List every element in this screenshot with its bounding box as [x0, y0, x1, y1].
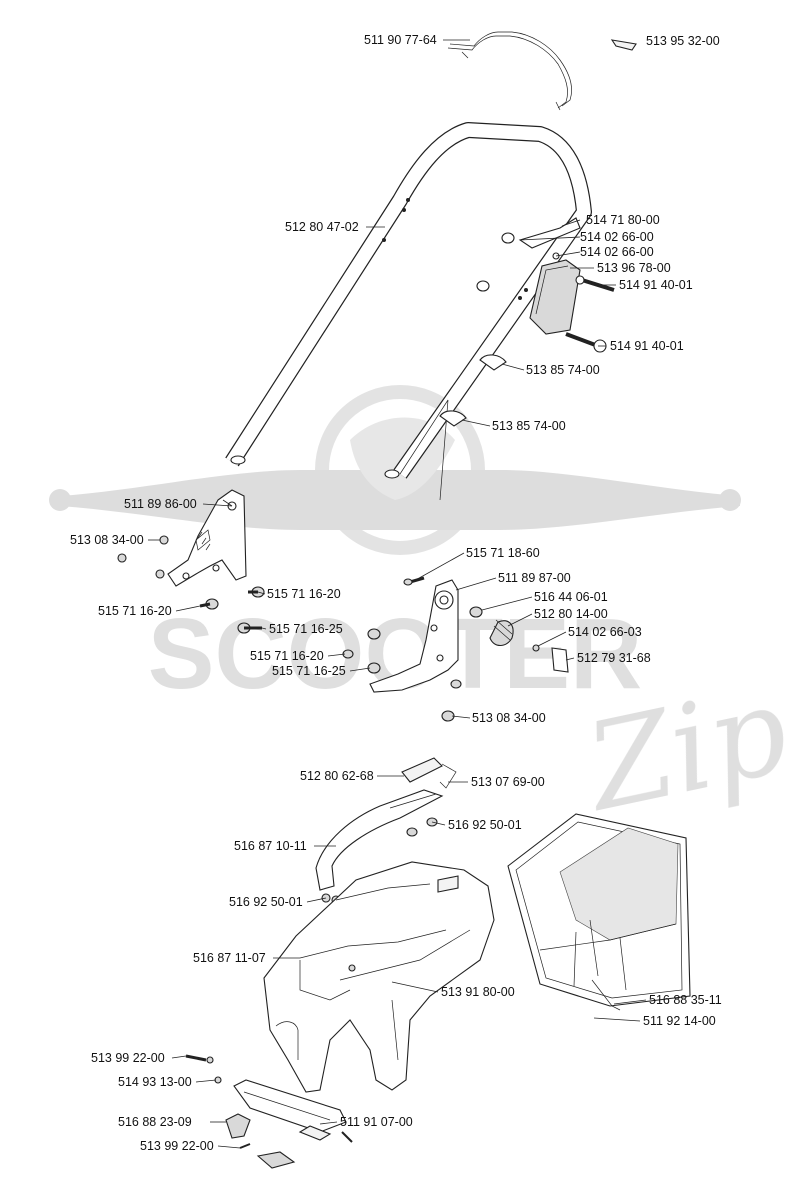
rear-cover	[263, 861, 495, 1093]
label-514-91-40-01-a: 514 91 40-01	[619, 278, 693, 292]
label-515-71-16-20-c: 515 71 16-20	[250, 649, 324, 663]
label-516-44-06-01: 516 44 06-01	[534, 590, 608, 604]
label-516-92-50-01-a: 516 92 50-01	[448, 818, 522, 832]
label-511-89-87-00: 511 89 87-00	[498, 571, 571, 585]
bottom-parts	[185, 1054, 353, 1169]
label-511-89-86-00: 511 89 86-00	[124, 497, 197, 511]
label-512-80-62-68: 512 80 62-68	[300, 769, 374, 783]
label-514-93-13-00: 514 93 13-00	[118, 1075, 192, 1089]
label-515-71-18-60: 515 71 18-60	[466, 546, 540, 560]
label-511-91-07-00: 511 91 07-00	[340, 1115, 413, 1129]
leader-lines	[148, 39, 647, 1149]
label-513-07-69-00: 513 07 69-00	[471, 775, 545, 789]
label-516-87-11-07: 516 87 11-07	[193, 951, 266, 965]
grass-bag	[507, 813, 691, 1011]
upper-handle	[225, 122, 592, 501]
label-515-71-16-20-a: 515 71 16-20	[267, 587, 341, 601]
label-513-91-80-00: 513 91 80-00	[441, 985, 515, 999]
label-511-90-77-64: 511 90 77-64	[364, 33, 437, 47]
label-513-08-34-00-b: 513 08 34-00	[472, 711, 546, 725]
label-513-96-78-00: 513 96 78-00	[597, 261, 671, 275]
label-515-71-16-20-b: 515 71 16-20	[98, 604, 172, 618]
label-513-95-32-00: 513 95 32-00	[646, 34, 720, 48]
bag-handle	[315, 757, 457, 905]
label-513-85-74-00-a: 513 85 74-00	[526, 363, 600, 377]
label-513-85-74-00-b: 513 85 74-00	[492, 419, 566, 433]
label-511-92-14-00: 511 92 14-00	[643, 1014, 716, 1028]
label-516-92-50-01-b: 516 92 50-01	[229, 895, 303, 909]
cable-rod	[447, 31, 572, 111]
label-512-79-31-68: 512 79 31-68	[577, 651, 651, 665]
label-516-87-10-11: 516 87 10-11	[234, 839, 307, 853]
label-515-71-16-25-b: 515 71 16-25	[272, 664, 346, 678]
label-513-08-34-00-a: 513 08 34-00	[70, 533, 144, 547]
right-bracket	[342, 576, 569, 722]
label-514-02-66-00-a: 514 02 66-00	[580, 230, 654, 244]
label-512-80-14-00: 512 80 14-00	[534, 607, 608, 621]
label-512-80-47-02: 512 80 47-02	[285, 220, 359, 234]
decal-small	[610, 39, 637, 51]
label-516-88-23-09: 516 88 23-09	[118, 1115, 192, 1129]
label-514-02-66-03: 514 02 66-03	[568, 625, 642, 639]
label-513-99-22-00-a: 513 99 22-00	[91, 1051, 165, 1065]
left-bracket	[117, 489, 265, 634]
label-514-02-66-00-b: 514 02 66-00	[580, 245, 654, 259]
control-bracket	[439, 217, 615, 427]
label-515-71-16-25-a: 515 71 16-25	[269, 622, 343, 636]
label-516-88-35-11: 516 88 35-11	[649, 993, 722, 1007]
label-514-71-80-00: 514 71 80-00	[586, 213, 660, 227]
part-labels: 511 90 77-64 513 95 32-00 512 80 47-02 5…	[70, 33, 722, 1153]
label-513-99-22-00-b: 513 99 22-00	[140, 1139, 214, 1153]
label-514-91-40-01-b: 514 91 40-01	[610, 339, 684, 353]
